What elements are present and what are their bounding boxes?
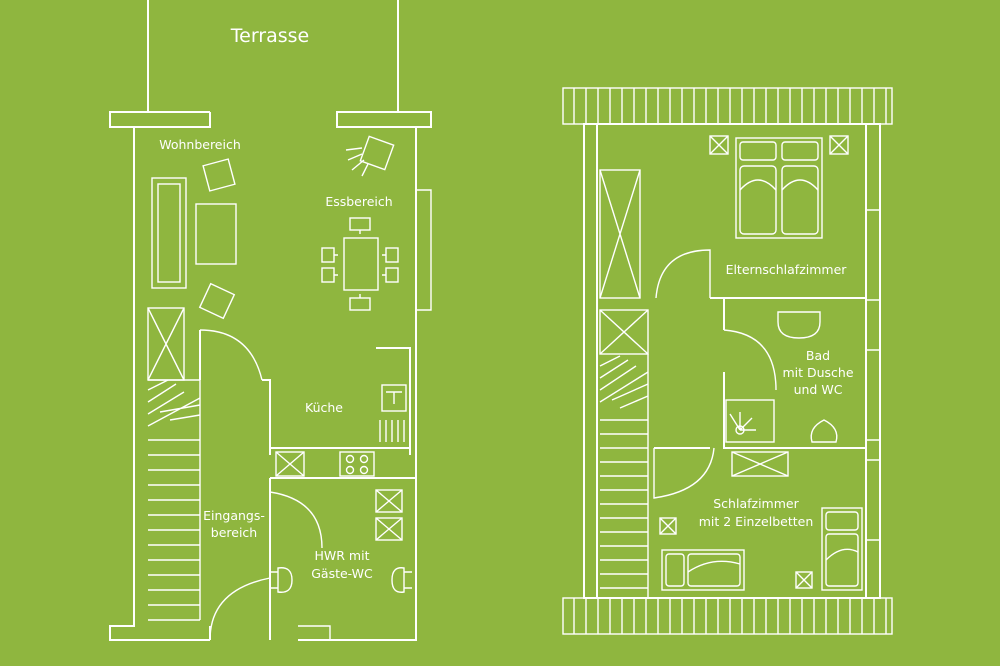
label-bedroom-1: Schlafzimmer xyxy=(713,496,799,511)
upper-floor-outer-wall xyxy=(583,123,881,599)
bathroom xyxy=(723,298,866,449)
sofa xyxy=(151,177,187,289)
label-dining: Essbereich xyxy=(325,194,392,209)
label-master-bedroom: Elternschlafzimmer xyxy=(726,262,848,277)
armchair xyxy=(202,158,236,192)
bed xyxy=(661,549,745,591)
label-entrance-1: Eingangs- xyxy=(203,508,265,523)
door-swing xyxy=(199,329,263,381)
label-bedroom-2: mit 2 Einzelbetten xyxy=(699,514,814,529)
label-entrance-2: bereich xyxy=(211,525,257,540)
ground-staircase xyxy=(147,307,201,621)
label-bath-1: Bad xyxy=(806,348,830,363)
ground-floor-outer-wall xyxy=(109,111,432,641)
bed xyxy=(821,507,863,591)
upper-floor xyxy=(562,87,893,635)
bedroom xyxy=(653,447,863,591)
label-terrace: Terrasse xyxy=(230,25,310,47)
label-utility-2: Gäste-WC xyxy=(311,566,373,581)
door-swing xyxy=(655,249,711,299)
lamp-icon xyxy=(345,135,395,177)
washbasin-icon xyxy=(777,311,821,339)
door-swing xyxy=(653,447,715,499)
utility-room xyxy=(269,477,416,640)
ground-floor xyxy=(109,0,432,641)
window-right xyxy=(416,189,432,311)
label-bath-3: und WC xyxy=(794,382,843,397)
coffee-table xyxy=(195,203,237,265)
upper-staircase xyxy=(599,169,649,598)
label-utility-1: HWR mit xyxy=(315,548,370,563)
roof-band-top xyxy=(562,87,893,125)
toilet-icon xyxy=(391,567,412,593)
master-bedroom xyxy=(655,135,866,299)
label-living: Wohnbereich xyxy=(159,137,241,152)
dining-table xyxy=(321,217,399,311)
roof-band-bottom xyxy=(562,597,893,635)
label-kitchen: Küche xyxy=(305,400,343,415)
armchair xyxy=(198,282,236,320)
toilet-icon xyxy=(270,567,293,593)
door-swing xyxy=(209,577,271,641)
door-swing xyxy=(269,491,323,549)
shower-icon xyxy=(725,399,775,443)
door-swing xyxy=(723,329,777,391)
toilet-icon xyxy=(810,419,838,443)
terrace-outline xyxy=(147,0,399,112)
label-bath-2: mit Dusche xyxy=(782,365,853,380)
